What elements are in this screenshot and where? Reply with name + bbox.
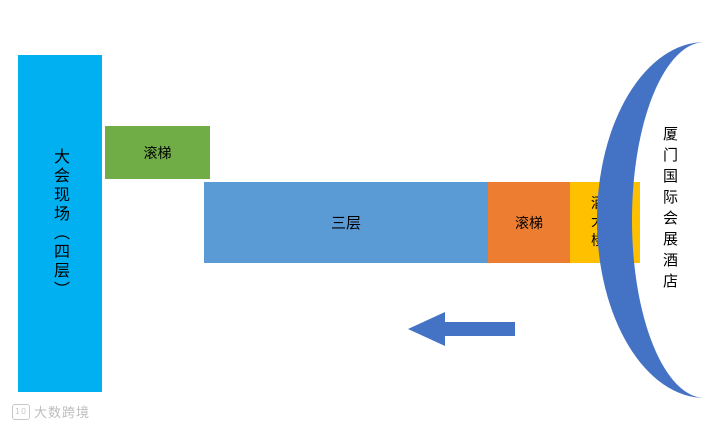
third-floor-box: 三层 (204, 182, 488, 263)
watermark-logo-icon: 10 (12, 403, 30, 420)
left-arrow-icon (408, 312, 515, 346)
venue-tower-box: 大会现场（四层） (18, 55, 102, 392)
third-floor-label: 三层 (330, 214, 361, 232)
watermark: 10 大数跨境 (12, 402, 90, 421)
escalator-right-label: 滚梯 (515, 215, 543, 232)
escalator-right-box: 滚梯 (488, 182, 570, 263)
escalator-top-box: 滚梯 (105, 126, 210, 179)
hotel-crescent-icon (597, 42, 705, 398)
hotel-label: 厦门国际会展酒店 (661, 126, 679, 294)
watermark-label: 大数跨境 (34, 406, 91, 421)
venue-tower-label: 大会现场（四层） (51, 147, 70, 300)
escalator-top-label: 滚梯 (143, 145, 172, 162)
